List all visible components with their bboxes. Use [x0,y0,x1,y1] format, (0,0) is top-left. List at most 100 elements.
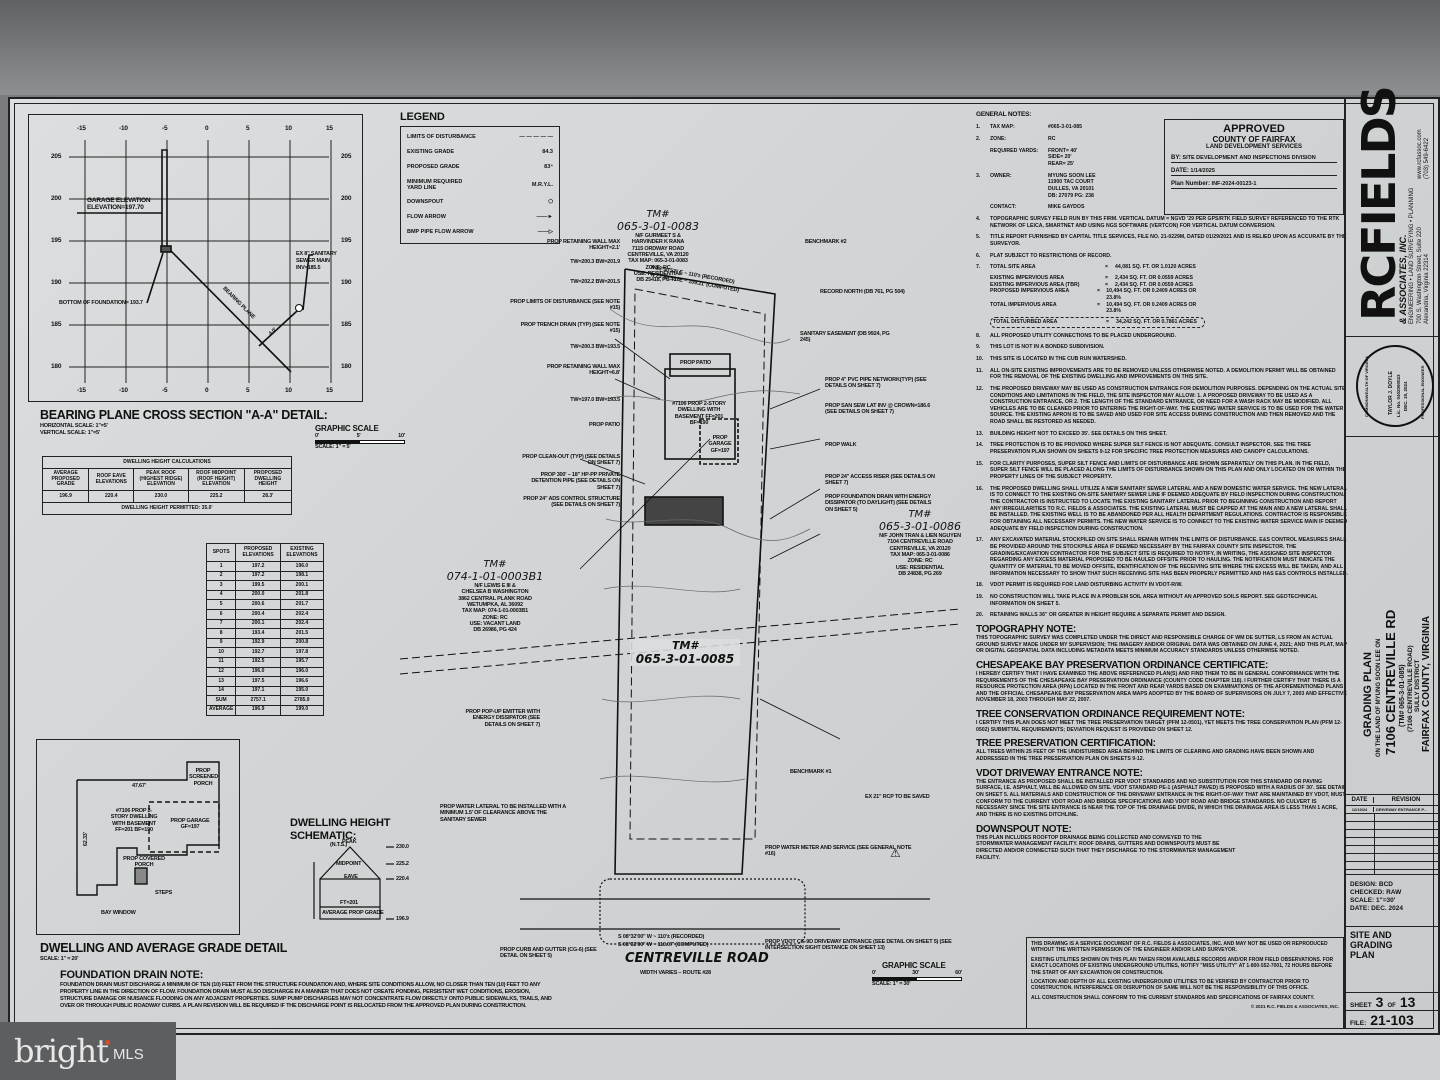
legend-label: FLOW ARROW [407,214,446,221]
callout: PROP 24" ADS CONTROL STRUCTURE (SEE DETA… [523,496,620,509]
lot-line: DB 26986, PG 424 [473,627,517,634]
owner-line: DB: 27079 PG: 238 [1048,192,1094,199]
note-label: ZONE: [990,136,1007,143]
table-cell: 28.3' [243,490,293,503]
covered-porch-label: PROP COVERED PORCH [123,856,165,869]
note-value: RC [1048,136,1056,143]
cell: 197.1 [235,685,281,697]
note-text: TREE PROTECTION IS TO BE PROVIDED WHERE … [990,442,1311,456]
yard-line-icon: M.R.Y.L. [531,181,553,188]
dim-top: 47.67' [132,783,146,789]
revision-date-header: DATE [1346,797,1374,803]
peak-label: PEAK [342,839,357,845]
cell: 192.7 [235,647,281,658]
cell: 200.4 [235,608,281,620]
callout: PROP RETAINING WALL MAX HEIGHT=6.8' [546,364,620,377]
porch-label: PROP SCREENED PORCH [189,768,218,787]
cell: 7 [205,618,237,630]
legend-item: FLOW ARROW——► [407,210,553,225]
dwelling-footprint [76,761,220,896]
benchmark-1: BENCHMARK #1 [790,769,832,775]
watermark-brand: bright [14,1032,109,1070]
design-by: DESIGN: BCD [1350,881,1393,888]
callout: PROP POP-UP EMITTER WITH ENERGY DISSIPAT… [465,709,541,728]
plan-title: GRADING PLAN [1362,652,1374,737]
area-value: 44,081 SQ. FT. OR 1.0120 ACRES [1115,264,1196,271]
callout: EX 21" RCP TO BE SAVED [865,794,930,800]
sheet-border [14,103,1434,1029]
dashed-line-icon: — — — — — [519,134,553,141]
cross-section-title: BEARING PLANE CROSS SECTION "A-A" DETAIL… [40,408,328,422]
seal-bottom-text: PROFESSIONAL ENGINEER [1420,365,1425,420]
cell: 200.6 [235,599,281,610]
proposed-grade-icon: 83⁴ [544,164,553,171]
y-tick-label: 195 [341,237,352,244]
topo-note-body: THIS TOPOGRAPHIC SURVEY WAS COMPLETED UN… [976,634,1347,655]
company-phone: (703) 549-6422 [1424,137,1430,179]
cell: 201.7 [279,599,325,610]
x-tick-label: 10 [285,387,292,394]
owner-line: MYUNG SOON LEE [1048,172,1096,179]
disclaimer-text: EXISTING UTILITIES SHOWN ON THIS PLAN TA… [1031,956,1334,976]
general-notes: GENERAL NOTES: 1.TAX MAP:#065-3-01-085 2… [976,111,1348,861]
revision-header: REVISION [1391,797,1421,803]
dwelling-height-table: DWELLING HEIGHT CALCULATIONS AVERAGE PRO… [41,456,293,515]
cell: 200.8 [279,637,325,649]
scale-bar [872,976,962,981]
bearing-bottom: S 08°32'00" W ~ 110.07' (COMPUTED) [618,942,709,948]
sewer-label: INV=185.5 [296,265,321,271]
contact-value: MIKE GAYDOS [1048,204,1085,211]
cell: 202.4 [279,608,325,620]
lot-line: CHELSEA B WASHINGTON [461,589,529,596]
cell: 200.1 [235,618,281,630]
dwelling-detail-scale: SCALE: 1" = 20' [40,956,79,962]
lot-line: N/F JOHN TRAN & LIEN NGUYEN [879,533,961,539]
approved-dept: LAND DEVELOPMENT SERVICES [1206,144,1302,150]
eave-label: EAVE [344,874,358,880]
cell: 4 [205,589,237,601]
by-value: SITE DEVELOPMENT AND INSPECTIONS DIVISIO… [1182,155,1316,161]
cell: 196.6 [279,676,325,687]
area-table: 7. TOTAL SITE AREA=44,081 SQ. FT. OR 1.0… [976,264,1348,328]
area-label: TOTAL SITE AREA [990,264,1036,271]
cell: 196.0 [235,666,281,678]
lot-line: N/F LEWIS E III & [474,583,516,589]
cross-section-chart: -15 -10 -5 0 5 10 15 -15 -10 -5 0 5 10 1… [28,114,363,402]
callout: PROP VDOT CG-9D DRIVEWAY ENTRANCE (SEE D… [765,939,952,952]
cross-section-grid [69,140,332,383]
cell: 14 [205,685,237,697]
foundation-note: FOUNDATION DRAIN NOTE: FOUNDATION DRAIN … [60,969,560,1010]
existing-grade-icon: 84.3 [542,149,553,156]
height-schematic: DWELLING HEIGHT SCHEMATIC: (N.T.S.) PEAK… [290,817,440,927]
legend-item: LIMITS OF DISTURBANCE— — — — — [407,130,553,145]
cell: 12 [205,666,237,678]
y-tick-label: 190 [51,279,62,286]
lot-line: DB 24838, PG 269 [898,570,942,577]
company-suffix: & ASSOCIATES, INC. [1398,234,1408,324]
y-tick-label: 185 [341,321,352,328]
y-tick-label: 205 [51,153,62,160]
sheet-title-cell: SITE AND GRADING PLAN [1346,927,1438,993]
lot-line: USE: RESIDENTIAL [895,564,945,571]
note-text: THE PROPOSED DWELLING SHALL UTILIZE A NE… [990,485,1348,532]
seal-top-text: COMMONWEALTH OF VIRGINIA [1364,355,1369,417]
graphic-scale-bottom: GRAPHIC SCALE 0' 30' 60' SCALE: 1" = 30' [872,961,972,987]
cell: 2 [205,570,237,582]
table-title: DWELLING HEIGHT CALCULATIONS [42,456,292,469]
x-tick-label: -5 [162,125,168,132]
lot-0085: TM# 065-3-01-0085 [630,639,740,666]
callout: TW=202.2 BW=201.5 [570,279,620,285]
note-text: TITLE REPORT FURNISHED BY CAPITAL TITLE … [990,234,1347,247]
file-number-cell: FILE: 21-103 [1346,1011,1438,1029]
revision-table: DATE REVISION 12/19/24 DRIVEWAY ENTRANCE… [1346,795,1438,875]
lot-line: ZONE: RC [482,614,508,621]
photo-bottom [0,1035,1440,1080]
lot-line: CENTREVILLE, VA 20120 [889,545,951,552]
y-tick-label: 195 [51,237,62,244]
legend-box: LIMITS OF DISTURBANCE— — — — — EXISTING … [400,125,560,244]
scale-text: SCALE: 1" = 30' [872,980,911,987]
